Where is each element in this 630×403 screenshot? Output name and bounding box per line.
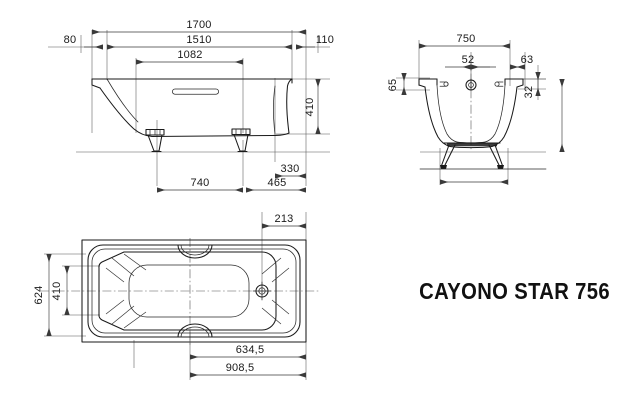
dim-label-1510: 1510 xyxy=(186,34,211,46)
dim-label-32: 32 xyxy=(523,86,535,99)
dim-624: 624 xyxy=(33,253,52,337)
dim-label-110: 110 xyxy=(316,34,334,46)
product-title: CAYONO STAR 756 xyxy=(419,278,610,305)
support-leg-right xyxy=(231,128,251,153)
dim-label-465: 465 xyxy=(268,177,287,189)
dim-label-80: 80 xyxy=(64,34,77,46)
cross-section-view: 750 52 63 65 32 xyxy=(387,33,565,185)
plan-drain-outlet xyxy=(252,281,272,301)
dim-1700: 1700 xyxy=(91,19,307,35)
section-support-frame xyxy=(419,142,547,170)
plan-handle-bottom xyxy=(177,323,213,338)
plan-tub-rim-outer xyxy=(87,244,301,338)
dim-label-1082: 1082 xyxy=(177,49,202,61)
dim-65: 65 xyxy=(387,72,407,96)
dim-label-213: 213 xyxy=(275,213,294,225)
dim-label-52: 52 xyxy=(462,54,475,66)
dim-52: 52 xyxy=(445,54,496,70)
dim-label-740: 740 xyxy=(191,177,210,189)
dim-label-624: 624 xyxy=(33,286,45,305)
dim-label-750: 750 xyxy=(457,33,476,45)
dim-63: 63 xyxy=(509,54,534,70)
overflow-hole-right xyxy=(494,81,504,87)
dim-908-5: 908,5 xyxy=(189,362,307,378)
dim-410-plan: 410 xyxy=(51,265,70,316)
dim-465: 465 xyxy=(245,177,307,193)
plan-handle-top xyxy=(177,244,213,259)
dim-label-63: 63 xyxy=(521,54,534,66)
dim-label-330: 330 xyxy=(281,163,300,175)
dim-750: 750 xyxy=(418,33,511,49)
dim-label-908-5: 908,5 xyxy=(226,362,255,374)
dim-label-410-front: 410 xyxy=(304,98,316,117)
support-leg-left xyxy=(145,128,165,153)
front-elevation-view: 1700 1510 1082 80 110 xyxy=(48,19,334,193)
dim-label-1700: 1700 xyxy=(186,19,211,31)
plan-tub-rim-inner xyxy=(91,248,297,334)
dim-32: 32 xyxy=(523,71,541,99)
tap-hole-center xyxy=(465,78,477,91)
dim-label-634-5: 634,5 xyxy=(236,344,265,356)
plan-anti-slip-hatching xyxy=(105,253,290,329)
plan-extension-lines xyxy=(44,212,307,380)
dim-330: 330 xyxy=(274,163,307,179)
dim-1510: 1510 xyxy=(106,34,293,50)
overflow-hole-left xyxy=(439,81,449,87)
dim-213: 213 xyxy=(261,213,307,229)
dim-110: 110 xyxy=(295,34,334,50)
dim-410-front: 410 xyxy=(304,78,321,135)
dim-1082: 1082 xyxy=(135,49,244,65)
side-handle-slot xyxy=(172,88,219,95)
dim-740: 740 xyxy=(156,177,244,193)
dim-80: 80 xyxy=(64,34,104,50)
plan-outer-rectangle xyxy=(81,239,307,343)
plan-basin-outline xyxy=(98,251,277,331)
dim-label-65: 65 xyxy=(387,79,399,92)
plan-view: 624 410 213 634,5 908,5 xyxy=(33,212,320,380)
bathtub-side-profile xyxy=(91,78,293,138)
plan-basin-floor xyxy=(128,264,250,318)
dim-634-5: 634,5 xyxy=(189,344,307,360)
